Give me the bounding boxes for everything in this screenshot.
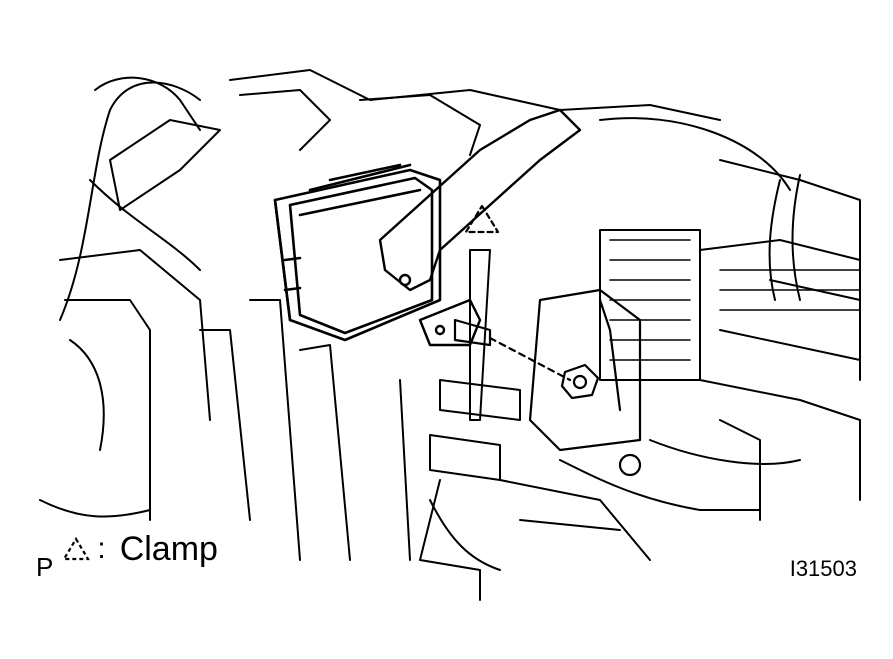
stud-bolt bbox=[453, 318, 600, 400]
legend: P : Clamp bbox=[36, 530, 218, 580]
dashboard-frame bbox=[39, 69, 861, 561]
legend-mark: P bbox=[36, 552, 54, 582]
legend-label: Clamp bbox=[119, 530, 218, 568]
wire-harness bbox=[399, 249, 651, 601]
clamp-marker-icon bbox=[464, 204, 500, 234]
right-bracket bbox=[528, 288, 642, 477]
mounting-bracket bbox=[378, 108, 582, 347]
figure-id: I31503 bbox=[789, 556, 857, 581]
dashed-triangle-icon bbox=[62, 536, 91, 561]
ecu-box bbox=[273, 163, 442, 342]
legend-separator: : bbox=[97, 532, 106, 565]
